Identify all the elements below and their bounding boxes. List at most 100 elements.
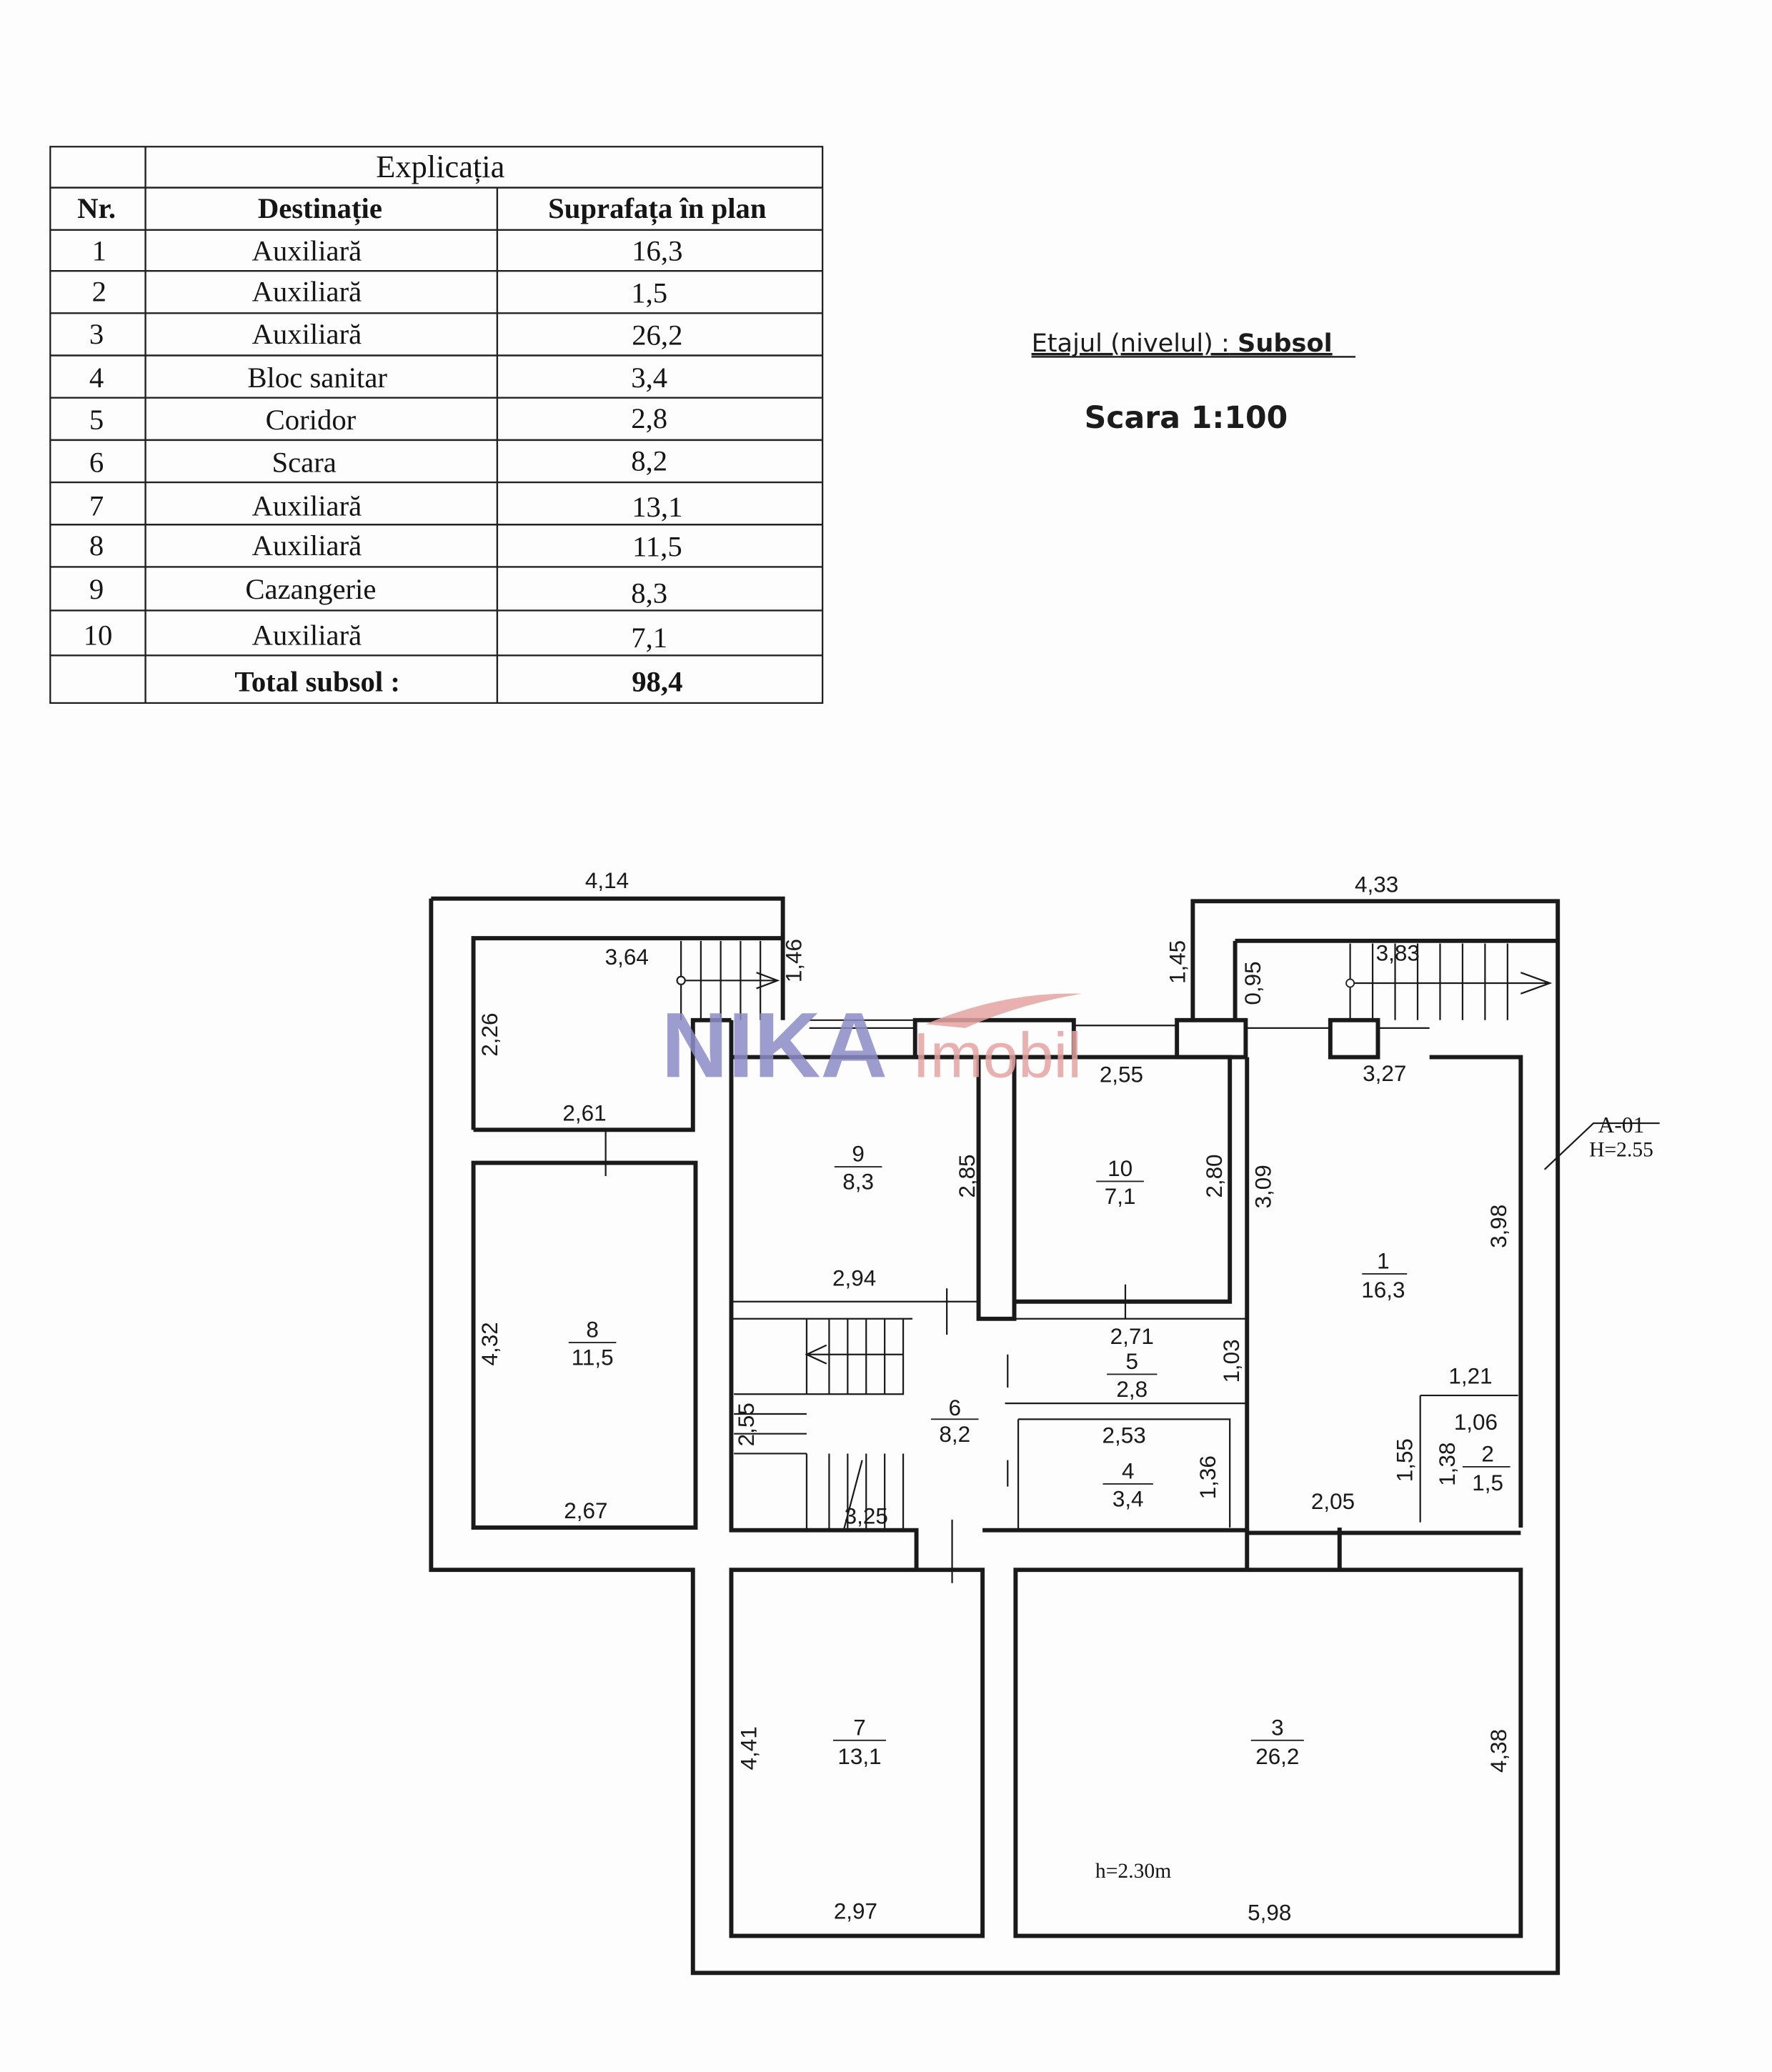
row-nr: 1 (92, 234, 106, 267)
dimension: 1,45 (1165, 940, 1190, 984)
room-7-label: 713,1 (832, 1715, 886, 1769)
dimension: 3,09 (1251, 1165, 1276, 1208)
svg-text:26,2: 26,2 (1255, 1744, 1299, 1769)
svg-text:7,1: 7,1 (1105, 1184, 1136, 1209)
dimension: 2,94 (832, 1266, 876, 1291)
watermark-logo: NIKA Imobil (661, 993, 1082, 1097)
watermark-brand: NIKA (661, 994, 887, 1097)
axis-height: H=2.55 (1589, 1138, 1653, 1161)
explanation-table: Explicația Nr. Destinație Suprafața în p… (49, 146, 824, 704)
dimension: 2,55 (1100, 1062, 1143, 1087)
corridor-wall (982, 1528, 1342, 1570)
dimension: 1,03 (1219, 1339, 1244, 1383)
dimension: 1,46 (782, 939, 807, 982)
room-labels: 116,3 21,5 326,2 43,4 52,8 68,2 713,1 81… (568, 1142, 1510, 1769)
row-destination: Cazangerie (245, 573, 376, 605)
room-1-label: 116,3 (1361, 1249, 1408, 1303)
row-nr: 7 (89, 489, 104, 522)
svg-text:10: 10 (1108, 1156, 1133, 1181)
row-nr: 6 (89, 446, 104, 478)
room-7-wall (729, 1568, 985, 1938)
room-2-label: 21,5 (1462, 1442, 1510, 1495)
dimension: 4,33 (1355, 872, 1398, 897)
dimension: 2,67 (564, 1498, 607, 1523)
level-value: Subsol (1238, 329, 1333, 358)
row-nr: 3 (89, 318, 104, 350)
svg-text:2: 2 (1481, 1442, 1493, 1467)
row-destination: Auxiliară (252, 529, 362, 562)
room-3-label: 326,2 (1250, 1715, 1304, 1769)
svg-text:8,3: 8,3 (842, 1170, 874, 1195)
row-area: 26,2 (632, 319, 682, 352)
svg-text:Etajul (nivelul) : Subsol: Etajul (nivelul) : Subsol (1032, 329, 1333, 358)
watermark-swoosh-icon (925, 993, 1082, 1028)
column (1328, 1017, 1380, 1060)
room-3-wall (1013, 1568, 1523, 1938)
dimension: 2,97 (834, 1898, 877, 1923)
dimension: 2,85 (955, 1154, 980, 1197)
row-destination: Auxiliară (252, 619, 362, 652)
row-destination: Auxiliară (252, 234, 362, 267)
room-8-wall (471, 1160, 698, 1530)
dimension: 2,71 (1110, 1324, 1154, 1349)
dimension: 2,05 (1311, 1489, 1355, 1514)
top-left-inner-wall (471, 936, 783, 1132)
svg-text:11,5: 11,5 (572, 1345, 614, 1370)
axis-label: A-01 (1598, 1112, 1645, 1137)
total-label: Total subsol : (234, 665, 400, 697)
row-destination: Coridor (266, 404, 357, 436)
row-destination: Scara (272, 446, 336, 478)
room-9-10-walls (729, 1020, 1233, 1570)
dimension: 3,27 (1363, 1061, 1406, 1086)
svg-text:3: 3 (1271, 1715, 1283, 1740)
svg-text:6: 6 (948, 1395, 960, 1420)
total-value: 98,4 (632, 665, 682, 697)
row-destination: Auxiliară (252, 276, 362, 308)
svg-text:13,1: 13,1 (837, 1744, 881, 1769)
partition-lines (731, 1019, 1518, 1530)
row-area: 2,8 (631, 402, 667, 434)
row-area: 3,4 (631, 362, 667, 394)
row-nr: 8 (89, 529, 104, 562)
dimension: 3,64 (605, 945, 649, 970)
header-destination: Destinație (258, 192, 382, 225)
window-sill (912, 1017, 1076, 1060)
header-area: Suprafața în plan (548, 192, 767, 225)
floor-plan (429, 896, 1660, 1976)
svg-text:8,2: 8,2 (939, 1422, 970, 1447)
row-nr: 10 (84, 619, 113, 652)
svg-text:16,3: 16,3 (1361, 1277, 1405, 1303)
svg-text:1: 1 (1377, 1249, 1389, 1274)
level-label: Etajul (nivelul) : (1032, 329, 1230, 358)
svg-text:1,5: 1,5 (1472, 1470, 1503, 1495)
dimension: 3,25 (845, 1503, 888, 1528)
outer-wall (429, 896, 1561, 1976)
row-area: 8,2 (631, 444, 667, 477)
svg-text:5: 5 (1125, 1349, 1138, 1374)
dimension: 1,06 (1454, 1410, 1498, 1435)
scale-label: Scara 1:100 (1085, 401, 1288, 436)
table-title: Explicația (376, 149, 504, 184)
row-destination: Auxiliară (252, 489, 362, 522)
room-9-label: 98,3 (834, 1142, 882, 1195)
row-nr: 2 (92, 276, 106, 308)
svg-text:7: 7 (853, 1715, 865, 1740)
dimension: 0,95 (1240, 961, 1265, 1005)
dimension: 1,38 (1435, 1443, 1460, 1486)
row-area: 7,1 (631, 622, 667, 654)
dimension: 3,98 (1486, 1205, 1511, 1248)
room-5-label: 52,8 (1107, 1349, 1158, 1402)
dimension: 1,55 (1393, 1438, 1418, 1482)
table-row: 6 Scara 8,2 (89, 444, 667, 478)
dimension: 3,83 (1376, 941, 1420, 966)
dimension: 4,14 (585, 868, 629, 893)
table-grid (50, 146, 823, 703)
table-row: 10 Auxiliară 7,1 (84, 619, 668, 654)
